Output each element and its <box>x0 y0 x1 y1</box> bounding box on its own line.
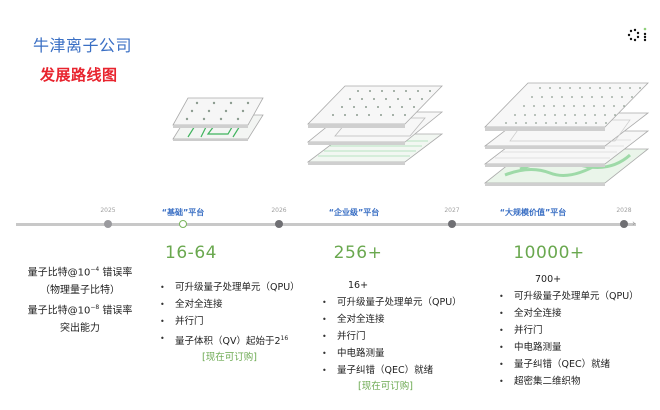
timeline-marker-2025 <box>104 220 112 228</box>
feature-item: 全对全连接 <box>497 305 639 322</box>
timeline-marker-current <box>179 220 187 228</box>
physical-qubits-basic: 16-64 <box>165 243 217 263</box>
timeline-marker-2028 <box>620 220 628 228</box>
timeline-axis <box>16 223 636 226</box>
features-column-enterprise: 16+ 可升级量子处理单元（QPU） 全对全连接 并行门 中电路测量 量子纠错（… <box>320 280 462 395</box>
platform-label-basic: “基础”平台 <box>161 208 205 217</box>
feature-item: 可升级量子处理单元（QPU） <box>320 294 462 311</box>
legend-logical-error-rate: 量子比特@10−8 错误率 <box>27 304 133 317</box>
feature-item: 中电路测量 <box>497 339 639 356</box>
timeline-marker-2027 <box>448 220 456 228</box>
chip-illustration-enterprise <box>306 85 444 165</box>
feature-item: 全对全连接 <box>158 296 300 313</box>
feature-item: 量子体积（QV）起始于216 <box>158 330 300 350</box>
legend-physical-error-rate: 量子比特@10−4 错误率 <box>27 266 133 279</box>
page-title: 牛津离子公司 <box>33 36 133 55</box>
physical-qubits-large-scale: 10000+ <box>513 243 585 263</box>
feature-item: 可升级量子处理单元（QPU） <box>497 288 639 305</box>
chip-illustration-large-scale <box>483 82 650 186</box>
features-column-large-scale: 700+ 可升级量子处理单元（QPU） 全对全连接 并行门 中电路测量 量子纠错… <box>497 274 639 390</box>
platform-label-enterprise: “企业级”平台 <box>328 208 380 217</box>
feature-item: 超密集二维织物 <box>497 373 639 390</box>
feature-item: 可升级量子处理单元（QPU） <box>158 279 300 296</box>
feature-item: 全对全连接 <box>320 311 462 328</box>
oxford-ionics-logo-icon <box>627 27 647 42</box>
feature-item: 中电路测量 <box>320 345 462 362</box>
year-label-2028: 2028 <box>616 207 632 214</box>
logical-qubits-enterprise: 16+ <box>348 280 369 291</box>
year-label-2025: 2025 <box>100 207 116 214</box>
legend-capabilities: 突出能力 <box>60 323 100 335</box>
features-column-basic: 可升级量子处理单元（QPU） 全对全连接 并行门 量子体积（QV）起始于216 … <box>158 279 300 366</box>
logical-qubits-large-scale: 700+ <box>535 274 562 285</box>
feature-item: 并行门 <box>497 322 639 339</box>
feature-item: 并行门 <box>320 328 462 345</box>
physical-qubits-enterprise: 256+ <box>333 243 383 263</box>
order-now-link[interactable]: [现在可订购] <box>202 352 257 364</box>
chip-illustration-basic <box>172 97 264 141</box>
row-legend: 量子比特@10−4 错误率 （物理量子比特） 量子比特@10−8 错误率 突出能… <box>0 261 160 338</box>
feature-item: 量子纠错（QEC）就绪 <box>497 356 639 373</box>
platform-label-large-scale: “大规模价值”平台 <box>499 208 567 217</box>
page-subtitle: 发展路线图 <box>40 66 118 84</box>
legend-physical-qubits: （物理量子比特） <box>40 284 120 296</box>
year-label-2027: 2027 <box>444 207 460 214</box>
feature-item: 并行门 <box>158 313 300 330</box>
timeline-marker-2026 <box>275 220 283 228</box>
order-now-link[interactable]: [现在可订购] <box>358 381 413 392</box>
feature-item: 量子纠错（QEC）就绪 <box>320 362 462 379</box>
year-label-2026: 2026 <box>271 207 287 214</box>
timeline-arrow-icon: › <box>632 219 636 229</box>
